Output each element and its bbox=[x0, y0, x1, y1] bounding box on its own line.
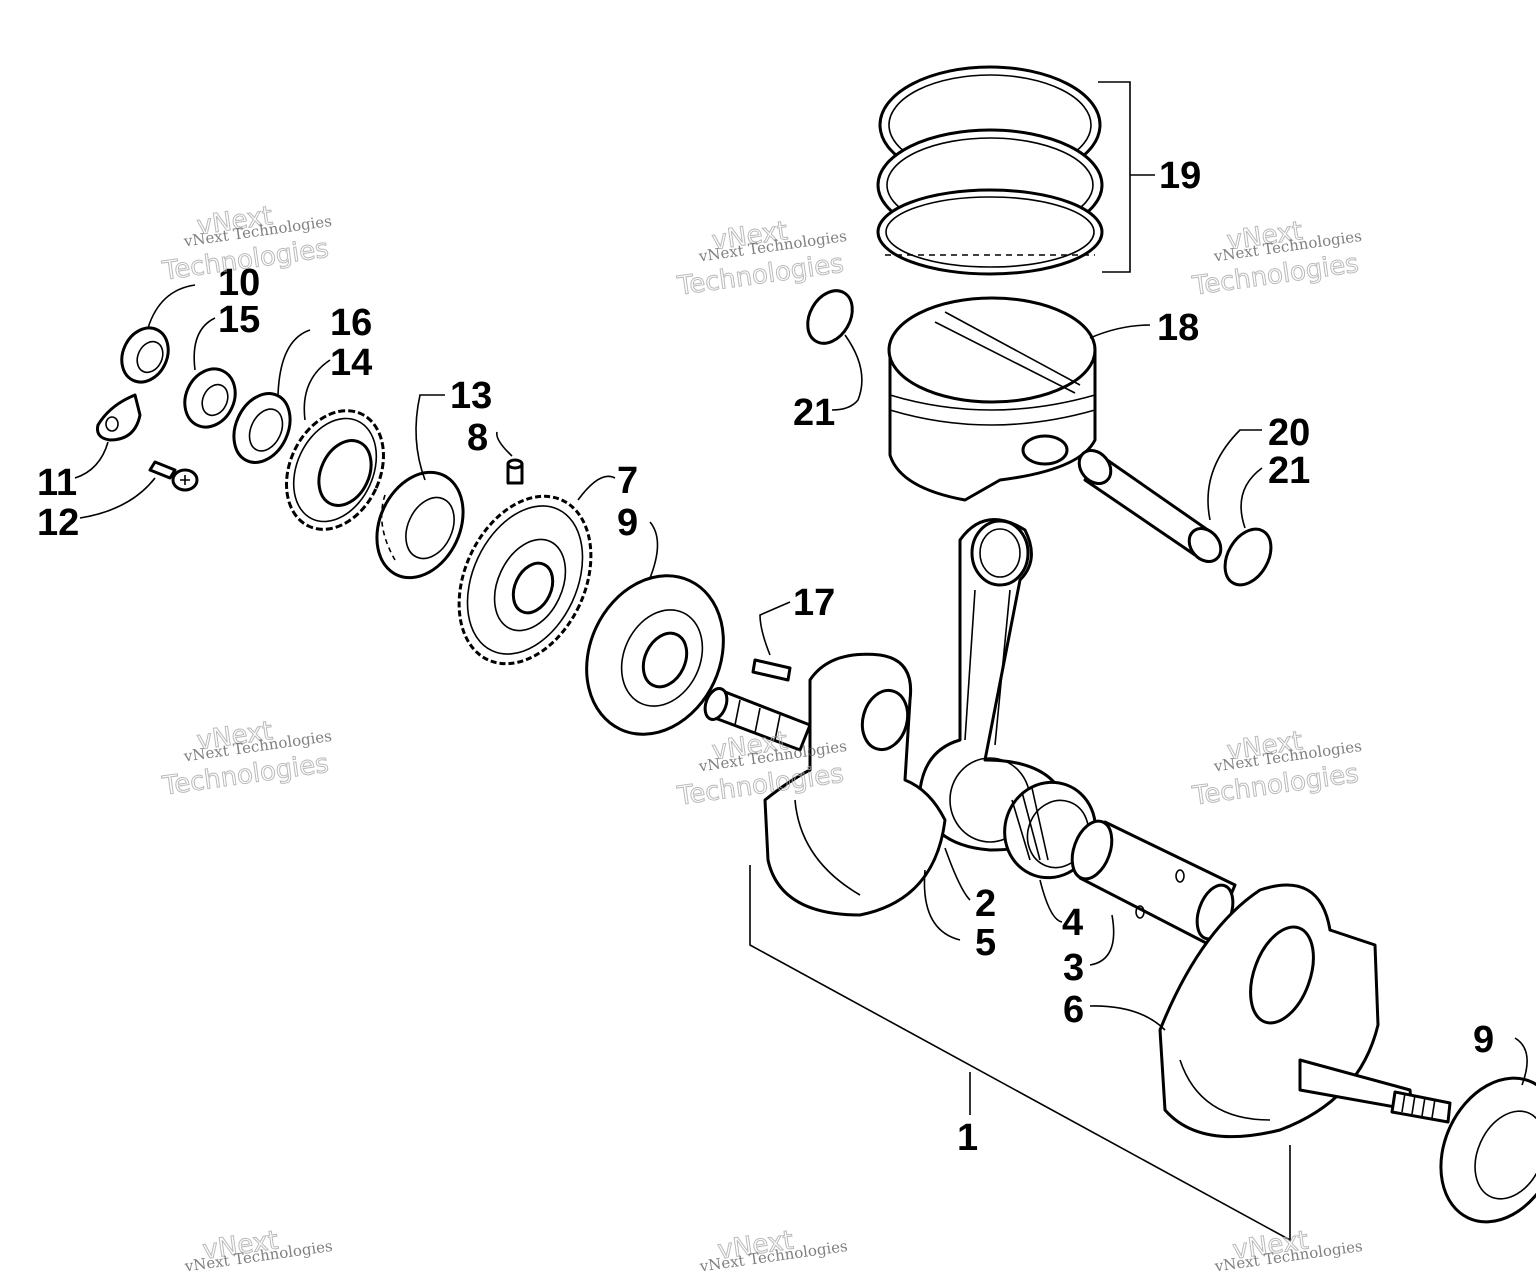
gear-14 bbox=[285, 409, 385, 531]
bolt bbox=[148, 460, 199, 492]
connecting-rod bbox=[918, 518, 1067, 852]
leader-18 bbox=[1089, 324, 1151, 339]
gear-7 bbox=[457, 494, 593, 666]
leader-4 bbox=[1039, 879, 1063, 923]
watermark-top-left: vNext vNext Technologies Technologies bbox=[159, 201, 332, 288]
callout-10: 10 bbox=[218, 262, 260, 304]
crankshaft-right-shaft bbox=[1298, 1058, 1452, 1124]
leader-21-left bbox=[831, 334, 863, 411]
leader-13 bbox=[415, 394, 445, 481]
crankshaft-left-shaft bbox=[703, 687, 812, 752]
callout-16: 16 bbox=[330, 302, 372, 344]
watermark-mid-right: vNext vNext Technologies Technologies bbox=[1189, 726, 1362, 813]
leader-17 bbox=[759, 601, 791, 656]
leader-9-right bbox=[1514, 1037, 1528, 1086]
callout-21-right: 21 bbox=[1268, 450, 1310, 492]
callout-3: 3 bbox=[1063, 947, 1084, 989]
main-bearing-left bbox=[585, 574, 725, 736]
piston-pin bbox=[1077, 449, 1223, 563]
callout-6: 6 bbox=[1063, 989, 1084, 1031]
assembly-bracket bbox=[749, 865, 1291, 1242]
watermark-bottom-left: vNext vNext Technologies bbox=[183, 1225, 334, 1276]
piston-pin-circlip-left bbox=[806, 289, 854, 345]
callout-14: 14 bbox=[330, 342, 372, 384]
ring-set-bracket bbox=[1098, 81, 1131, 273]
callout-5: 5 bbox=[975, 922, 996, 964]
seal-10 bbox=[120, 326, 170, 384]
leader-9-left bbox=[649, 521, 659, 579]
nut-15 bbox=[183, 367, 237, 429]
watermark-bottom-center: vNext vNext Technologies bbox=[698, 1225, 849, 1276]
callout-18: 18 bbox=[1157, 307, 1199, 349]
watermark-mid-left: vNext vNext Technologies Technologies bbox=[159, 716, 332, 803]
leader-11 bbox=[74, 441, 109, 479]
callout-13: 13 bbox=[450, 375, 492, 417]
callout-12: 12 bbox=[37, 502, 79, 544]
leader-10 bbox=[147, 284, 196, 329]
watermark-top-right: vNext vNext Technologies Technologies bbox=[1189, 216, 1362, 303]
callout-9-left: 9 bbox=[617, 502, 638, 544]
watermark-top-center: vNext vNext Technologies Technologies bbox=[674, 216, 847, 303]
callout-20: 20 bbox=[1268, 412, 1310, 454]
leader-16 bbox=[277, 329, 311, 396]
leader-3 bbox=[1089, 914, 1115, 966]
lock-plate bbox=[96, 393, 142, 442]
callout-8: 8 bbox=[467, 417, 488, 459]
clutch-bearing bbox=[375, 470, 465, 580]
leader-2 bbox=[944, 847, 971, 901]
watermark-bottom-right: vNext vNext Technologies bbox=[1213, 1225, 1364, 1276]
woodruff-key bbox=[751, 658, 792, 682]
leader-5 bbox=[923, 869, 961, 941]
leader-8 bbox=[496, 431, 513, 457]
piston bbox=[887, 296, 1097, 502]
piston-ring-set bbox=[876, 65, 1104, 276]
callout-21-left: 21 bbox=[793, 392, 835, 434]
leader-12 bbox=[79, 477, 156, 519]
main-bearing-right bbox=[1439, 1076, 1536, 1224]
crank-web-left bbox=[763, 652, 947, 917]
leader-21-right bbox=[1240, 467, 1263, 529]
washer-16 bbox=[232, 392, 292, 464]
leader-14 bbox=[303, 359, 331, 421]
callout-2: 2 bbox=[975, 883, 996, 925]
callout-1: 1 bbox=[957, 1117, 978, 1159]
callout-4: 4 bbox=[1062, 902, 1083, 944]
callout-15: 15 bbox=[218, 299, 260, 341]
piston-pin-circlip-right bbox=[1223, 527, 1273, 587]
crank-pin bbox=[1070, 819, 1237, 947]
leader-7 bbox=[577, 475, 616, 501]
leader-20 bbox=[1207, 429, 1262, 521]
callout-9-right: 9 bbox=[1473, 1019, 1494, 1061]
callout-7: 7 bbox=[617, 460, 638, 502]
dowel-pin bbox=[506, 458, 524, 485]
callout-11: 11 bbox=[37, 462, 77, 504]
callout-17: 17 bbox=[793, 582, 835, 624]
leader-15 bbox=[193, 317, 216, 371]
callout-19: 19 bbox=[1159, 155, 1201, 197]
leader-6 bbox=[1089, 1005, 1166, 1031]
